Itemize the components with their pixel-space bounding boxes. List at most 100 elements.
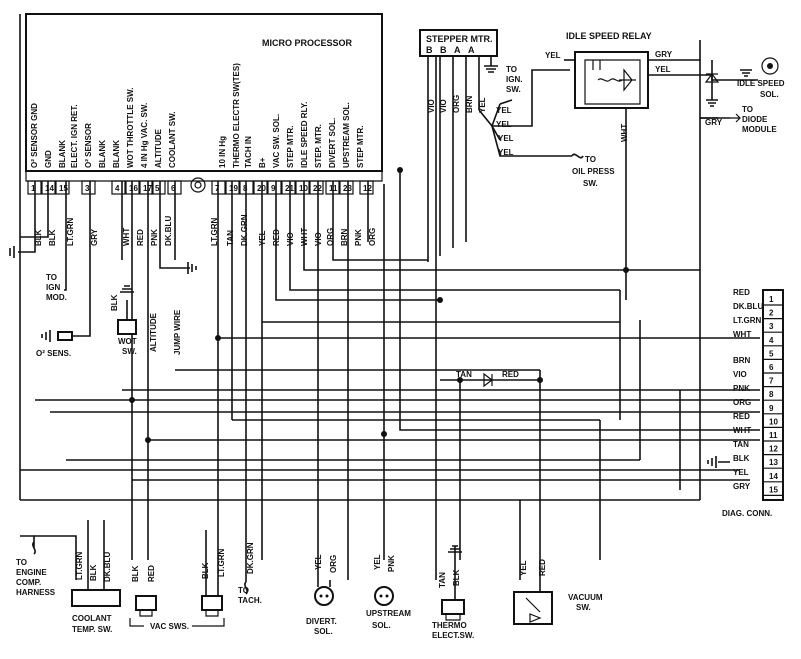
diag-wire-label: GRY: [733, 482, 751, 491]
diag-wire-label: BLK: [733, 454, 750, 463]
tach-wire: DK.GRN: [246, 542, 255, 574]
processor-pin-label: 4 IN Hg VAC. SW.: [140, 103, 149, 168]
processor-wire-color: BLK: [34, 229, 43, 246]
processor-pin-number: 19: [229, 184, 238, 193]
diag-pin-number: 1: [769, 295, 774, 304]
processor-pin-label: B+: [258, 157, 267, 168]
processor-pin-label: STEP. MTR.: [314, 124, 323, 168]
vac-switch-2: BLK LT.GRN: [201, 530, 226, 617]
processor-pin-label: DIVERT SOL.: [328, 118, 337, 168]
processor-pin-number: 15: [59, 184, 68, 193]
processor-pin: [55, 180, 70, 195]
vac-switch-1: BLK RED: [131, 565, 157, 617]
processor-pin: [81, 180, 96, 195]
diag-pin-number: 3: [769, 322, 774, 331]
processor-pin-number: 16: [129, 184, 138, 193]
altitude-label: JUMP WIRE: [173, 309, 182, 355]
processor-title: MICRO PROCESSOR: [262, 38, 353, 48]
vacuum-switch: VACUUM SW. YEL RED: [513, 559, 603, 625]
processor-pin-label: WOT THROTTLE SW.: [126, 88, 135, 168]
processor-wire-color: DK.GRN: [240, 214, 249, 246]
processor-wire-color: TAN: [226, 230, 235, 246]
diag-wire-label: WHT: [733, 426, 751, 435]
to-ign-label: SW.: [506, 85, 521, 94]
relay-wire-wht: WHT: [620, 124, 629, 142]
stepper-wire-color: VIO: [439, 99, 448, 113]
diag-pin-number: 2: [769, 309, 774, 318]
processor-pin-label: BLANK: [58, 140, 67, 168]
diag-wire-label: BRN: [733, 356, 751, 365]
diag-pin-number: 5: [769, 349, 774, 358]
to-ign-mod: IGN: [46, 283, 60, 292]
relay-title: IDLE SPEED RELAY: [566, 31, 652, 41]
red-label: RED: [502, 370, 519, 379]
diode-label: TO: [742, 105, 753, 114]
diag-labels: REDDK.BLULT.GRNWHTBRNVIOPNKORGREDWHTTANB…: [733, 288, 763, 491]
relay-wire-yel: YEL: [655, 65, 671, 74]
diag-title: DIAG. CONN.: [722, 509, 772, 518]
processor-pin-number: 3: [85, 184, 90, 193]
processor-pin: [139, 180, 154, 195]
stepper-wire-color: VIO: [427, 99, 436, 113]
o2-sensor: O² SENS.: [36, 330, 73, 358]
vac-sws-label: VAC SWS.: [150, 622, 189, 631]
diag-wire-label: YEL: [733, 468, 749, 477]
processor-pin: [309, 180, 324, 195]
processor-pin-label: THERMO ELECTR SW(TES): [232, 63, 241, 168]
idle-speed-relay: IDLE SPEED RELAY: [566, 31, 652, 109]
processor-wire-color: DK.BLU: [164, 216, 173, 246]
wot-label: SW.: [122, 347, 137, 356]
engine-label: HARNESS: [16, 588, 56, 597]
upstream-wire: PNK: [387, 555, 396, 572]
diag-wire-label: RED: [733, 288, 750, 297]
upstream-label: SOL.: [372, 621, 391, 630]
diag-wire-label: RED: [733, 412, 750, 421]
divert-wire: YEL: [314, 554, 323, 570]
coolant-label: COOLANT: [72, 614, 112, 623]
idle-speed-sol-icon: [761, 57, 779, 75]
diag-wire-label: TAN: [733, 440, 749, 449]
processor-pin: [111, 180, 126, 195]
vac2-wire: LT.GRN: [217, 548, 226, 577]
processor-pin-number: 14: [45, 184, 54, 193]
processor-pin: [253, 180, 268, 195]
to-ign-label: TO: [506, 65, 517, 74]
divert-wire: ORG: [329, 555, 338, 573]
processor-pin-number: 4: [115, 184, 120, 193]
divert-sol: DIVERT. SOL. YEL ORG: [306, 554, 338, 636]
engine-label: ENGINE: [16, 568, 47, 577]
thermo-label: ELECT.SW.: [432, 631, 474, 640]
diag-pin-number: 7: [769, 377, 774, 386]
processor-wire-color: PNK: [150, 229, 159, 246]
processor-pin-label: ELECT. IGN RET.: [70, 104, 79, 168]
processor-pin-label: UPSTREAM SOL.: [342, 102, 351, 168]
upstream-sol: UPSTREAM SOL. YEL PNK: [366, 554, 411, 630]
diag-wire-label: LT.GRN: [733, 316, 762, 325]
stepper-wire-color: ORG: [452, 95, 461, 113]
altitude-label: ALTITUDE: [149, 312, 158, 352]
coolant-temp-switch: COOLANT TEMP. SW. LT.GRN BLK DK.BLU: [71, 520, 121, 634]
diag-wire-label: ORG: [733, 398, 751, 407]
stepper-wire-color: YEL: [478, 97, 487, 113]
thermo-wire: BLK: [452, 569, 461, 586]
thermo-wire: TAN: [438, 572, 447, 588]
processor-pin-label: BLANK: [112, 140, 121, 168]
processor-connector-icon: [190, 177, 206, 193]
diag-wire-label: WHT: [733, 330, 751, 339]
stepper-terminal: A: [454, 45, 461, 55]
processor-wire-color: LT.GRN: [66, 217, 75, 246]
processor-pin-label: O² SENSOR GND: [30, 103, 39, 168]
processor-pin-label: VAC SW. SOL.: [272, 114, 281, 168]
to-ign-mod: MOD.: [46, 293, 67, 302]
processor-pin-label: ALTITUDE: [154, 128, 163, 168]
processor-pin-label: TACH IN: [244, 136, 253, 168]
divert-label: DIVERT.: [306, 617, 337, 626]
processor-wire-color: WHT: [122, 228, 131, 246]
processor-wire-color: BRN: [340, 228, 349, 246]
vacuum-wire: RED: [538, 559, 547, 576]
processor-pin-number: 9: [271, 184, 276, 193]
